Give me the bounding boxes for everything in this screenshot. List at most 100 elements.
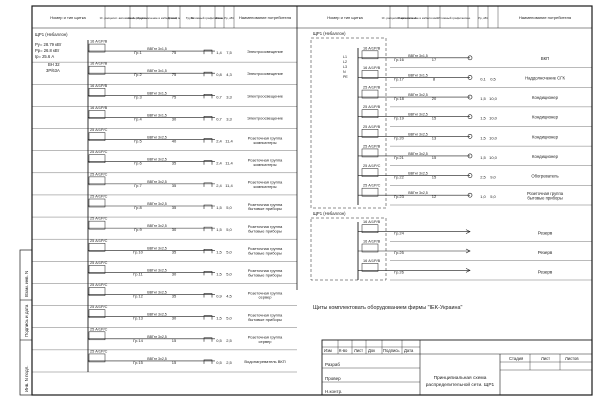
cable-length: 30 [172, 316, 177, 321]
breaker-symbol [361, 187, 379, 197]
cable-type: ВВГнг 3х2,5 [147, 202, 167, 206]
cable-length: 30 [172, 227, 177, 232]
current-a: 4,5 [226, 294, 232, 299]
bus-line-l1: L1 [343, 55, 347, 59]
breaker-rating: 25 А/1Р/С [90, 150, 108, 154]
hdr-symbol: Условный графическое [191, 16, 224, 20]
power-kw: 0,7 [216, 94, 222, 99]
breaker-rating: 25 А/1Р/С [90, 217, 108, 221]
group-number: Гр.19 [394, 116, 405, 121]
rhdr-power: Рр, кВт [478, 16, 489, 20]
power-kw: 0,5 [216, 360, 222, 365]
breaker-symbol [88, 243, 106, 252]
power-kw: 1,5 [216, 249, 222, 254]
current-a: 3,3 [226, 94, 232, 99]
load-icon [203, 49, 213, 55]
arrow-icon [465, 268, 471, 273]
cable-type: ВВГнг 3х2,5 [147, 313, 167, 317]
cable-type: ВВГнг 3х1,5 [408, 73, 428, 77]
current-a: 10,0 [489, 155, 498, 160]
breaker-symbol [88, 220, 106, 230]
hdr-breaker: Ус. расцепит. автомата А [100, 16, 135, 20]
main-breaker-type: ВН 32 [48, 62, 60, 67]
cable-length: 8 [433, 76, 436, 81]
cable-length: 35 [172, 205, 177, 210]
rhdr-symbol: Условный графическое [438, 16, 471, 20]
group-number: Гр.25 [394, 250, 405, 255]
hdr-length: Длина, м [168, 16, 181, 20]
rhdr-cable: Марка сечение и кабеля мм2 [398, 16, 439, 20]
current-a: 0,5 [490, 76, 496, 81]
cable-length: 30 [172, 271, 177, 276]
cable-length: 40 [172, 139, 177, 144]
load-icon [203, 359, 213, 364]
load-icon [467, 114, 473, 119]
consumer-name: Кондиционер [532, 134, 559, 139]
supplier-note: Щиты комплектовать оборудованием фирмы "… [313, 305, 462, 311]
breaker-symbol [88, 331, 106, 341]
group-number: Гр.9 [134, 227, 142, 232]
cable-type: ВВГнг 3х2,5 [147, 268, 167, 272]
power-kw: 1,5 [480, 155, 486, 160]
breaker-symbol [88, 353, 106, 363]
sub-panel-name: ЩР1 (Небаллон) [313, 211, 346, 216]
load-icon [203, 315, 213, 320]
group-number: Гр.6 [134, 161, 142, 166]
breaker-symbol [361, 263, 379, 272]
breaker-symbol [361, 89, 379, 99]
load-icon [203, 71, 213, 77]
consumer-name: Резерв [538, 250, 553, 255]
cable-type: ВВГнг 3х2,5 [147, 357, 167, 361]
breaker-symbol [361, 129, 379, 138]
breaker-symbol [361, 243, 379, 253]
breaker-rating: 25 А/1Р/С [90, 261, 108, 265]
cable-length: 35 [172, 249, 177, 254]
breaker-rating: 25 А/1Р/С [90, 172, 108, 176]
current-a: 11,4 [225, 183, 233, 188]
breaker-rating: 16 А/1Р/В [363, 66, 381, 70]
tb-sheets: Листов [565, 356, 579, 361]
cable-length: 30 [172, 116, 177, 121]
power-kw: 2,5 [480, 175, 486, 180]
group-number: Гр.26 [394, 269, 405, 274]
load-icon [203, 204, 213, 209]
cable-type: ВВГнг 3х2,5 [408, 191, 428, 195]
cable-length: 15 [432, 175, 437, 180]
tb-col-date: Дата [404, 348, 414, 353]
breaker-rating: 16 А/1Р/В [363, 240, 381, 244]
cable-type: ВВГнг 3х2,5 [408, 113, 428, 117]
group-number: Гр.1 [134, 50, 142, 55]
current-a: 2,5 [226, 360, 232, 365]
power-kw: 0,9 [216, 294, 222, 299]
hdr-phase: Фаза [216, 16, 223, 20]
tb-title-line1: Принципиальная схема [434, 375, 487, 381]
power-kw: 1,5 [216, 271, 222, 276]
current-a: 11,4 [225, 161, 233, 166]
group-number: Гр.22 [394, 175, 405, 180]
cable-length: 35 [172, 294, 177, 299]
load-icon [203, 293, 213, 298]
cable-type: ВВГнг 3х2,5 [147, 335, 167, 339]
cable-length: 13 [432, 135, 437, 140]
power-kw: 2,4 [216, 139, 222, 144]
current-a: 9,0 [490, 175, 496, 180]
tb-role-checker: Провер [325, 376, 341, 381]
power-kw: 0,1 [480, 76, 486, 81]
bus-line-n: N [343, 70, 346, 74]
load-icon [467, 192, 473, 198]
cable-type: ВВГнг 3х1,5 [147, 69, 167, 73]
breaker-rating: 25 А/1Р/С [90, 195, 108, 199]
rhdr-consumer: Наименование потребителя [519, 15, 571, 20]
breaker-rating: 25 А/1Р/В [363, 144, 381, 148]
current-a: 10,0 [489, 116, 498, 121]
